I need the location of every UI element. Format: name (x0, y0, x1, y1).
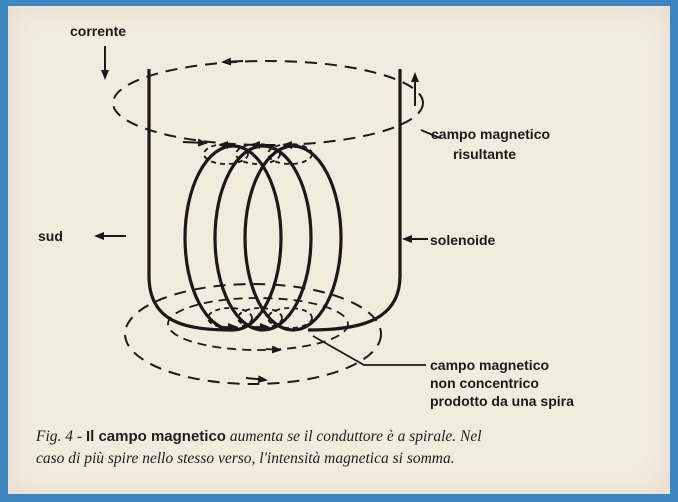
small-field-top-1 (203, 143, 249, 165)
lower-field-arrow-1 (245, 375, 268, 384)
risultante-pointer (420, 129, 441, 139)
small-field-bottom-2 (237, 307, 283, 329)
solenoid-coil (147, 69, 402, 332)
lead-wire-left (147, 69, 234, 332)
small-field-bottom-1 (207, 307, 253, 329)
resultant-field-arrow-bottom (182, 138, 208, 147)
non-concentrico-pointer (312, 335, 426, 366)
label-campo-non-concentrico-1: campo magnetico (430, 357, 549, 373)
label-corrente: corrente (70, 23, 126, 39)
lower-field-ellipse-outer (124, 283, 382, 385)
figure-caption: Fig. 4 - Il campo magnetico aumenta se i… (36, 426, 656, 470)
solenoid-diagram: corrente campo magnetico risultante sud … (38, 23, 574, 409)
coil-turn-2 (213, 144, 313, 332)
coil-turn-1 (183, 144, 283, 332)
lower-field-ellipse-inner (167, 297, 349, 351)
label-solenoide: solenoide (430, 232, 496, 248)
label-campo-non-concentrico-2: non concentrico (430, 375, 539, 391)
figure-panel: corrente campo magnetico risultante sud … (8, 6, 670, 494)
caption-bold-phrase: Il campo magnetico (85, 428, 226, 445)
small-field-top-2 (235, 143, 281, 165)
caption-line1-rest: aumenta se il conduttore è a spirale. Ne… (225, 428, 482, 445)
label-campo-magnetico: campo magnetico (431, 126, 550, 142)
label-risultante: risultante (453, 146, 516, 162)
small-field-bottom-3 (267, 307, 313, 329)
lower-field-arrow-2 (265, 345, 282, 354)
resultant-field-ellipse (112, 60, 424, 146)
caption-line2: caso di più spire nello stesso verso, l'… (36, 450, 455, 467)
label-sud: sud (38, 228, 63, 244)
label-campo-non-concentrico-3: prodotto da una spira (430, 393, 574, 409)
caption-fig-number: Fig. 4 - (36, 428, 86, 445)
lead-wire-right (307, 69, 402, 332)
coil-turn-3 (243, 144, 343, 332)
resultant-field-arrow-top (221, 57, 244, 66)
